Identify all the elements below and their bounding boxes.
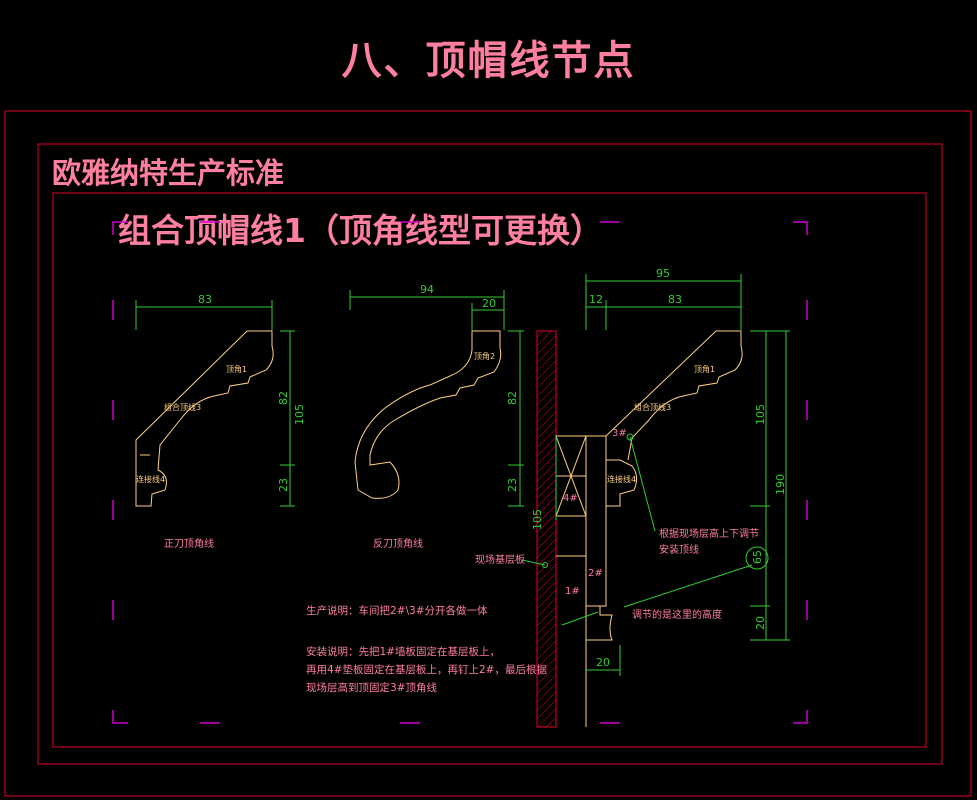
dim-middle-upper: 82	[506, 391, 519, 405]
dim-assembly-left-width: 12	[589, 293, 603, 306]
profile-middle-outline	[354, 330, 502, 499]
dim-assembly-total-height: 190	[774, 474, 787, 495]
dim-assembly-bottom: 20	[754, 616, 767, 630]
dim-assembly-depth: 105	[531, 509, 544, 530]
assembly-part-top: 顶角1	[694, 364, 715, 374]
label-base-board: 现场基层板	[475, 553, 525, 566]
assembly-panels	[555, 435, 638, 727]
left-part-top: 顶角1	[226, 364, 247, 374]
left-caption: 正刀顶角线	[164, 537, 214, 550]
left-part-mid: 组合顶线3	[164, 402, 201, 412]
dim-assembly-upper: 105	[754, 404, 767, 425]
install-note-line2: 再用4#垫板固定在基层板上，再钉上2#，最后根据	[306, 663, 547, 676]
install-note-line1: 安装说明：先把1#墙板固定在基层板上，	[306, 645, 500, 658]
dim-middle-top: 20	[482, 297, 496, 310]
dim-assembly-bottom-width: 20	[596, 656, 610, 669]
middle-part-top: 顶角2	[474, 351, 495, 361]
left-part-bottom: 连接线4	[136, 474, 165, 484]
drawing-title: 八、顶帽线节点	[341, 38, 636, 84]
assembly-dimensions	[521, 274, 790, 676]
dim-left-width: 83	[198, 293, 212, 306]
company-standard-label: 欧雅纳特生产标准	[52, 156, 285, 190]
dim-middle-lower: 23	[506, 478, 519, 492]
outer-frame	[4, 110, 972, 797]
dim-left-total: 105	[293, 404, 306, 425]
part-1-label: 1#	[565, 586, 580, 597]
inner-frame	[37, 143, 943, 765]
base-wall-hatched	[536, 330, 557, 728]
dim-assembly-right-width: 83	[668, 293, 682, 306]
label-adjust-line1: 根据现场层高上下调节	[659, 527, 759, 540]
assembly-part-mid: 组合顶线3	[634, 402, 671, 412]
part-2-label: 2#	[588, 568, 603, 579]
drawing-frame	[52, 192, 927, 748]
dim-assembly-total-width: 95	[656, 267, 670, 280]
middle-caption: 反刀顶角线	[373, 537, 423, 550]
profile-left-dimensions	[135, 300, 295, 507]
profile-left-outline	[135, 330, 274, 507]
label-adjust-height: 调节的是这里的高度	[632, 608, 722, 621]
assembly-part-bottom: 连接线4	[607, 474, 636, 484]
dim-assembly-mid: 65	[751, 550, 764, 564]
assembly-profile-outline	[605, 330, 743, 461]
dim-left-upper: 82	[277, 391, 290, 405]
production-note: 生产说明：车间把2#\3#分开各做一体	[306, 604, 488, 617]
profile-middle-dimensions	[349, 290, 524, 507]
label-adjust-line2: 安装顶线	[659, 543, 699, 556]
drawing-subtitle: 组合顶帽线1（顶角线型可更换）	[118, 211, 603, 250]
part-3-label: 3#	[612, 428, 627, 439]
part-4-label: 4#	[563, 493, 578, 504]
dim-middle-width: 94	[420, 283, 434, 296]
install-note-line3: 现场层高到顶固定3#顶角线	[306, 681, 437, 694]
viewport-corner-marks	[112, 221, 808, 724]
dim-left-lower: 23	[277, 478, 290, 492]
